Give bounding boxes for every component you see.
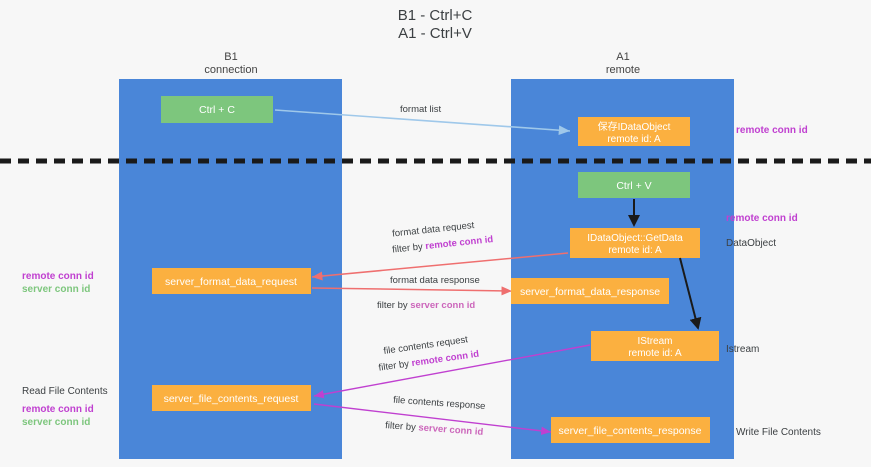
filter-prefix: filter by [377, 300, 410, 311]
annotation-remote-conn-id-mid: remote conn id [726, 213, 798, 224]
node-idataobject-getdata[interactable]: IDataObject::GetData remote id: A [570, 228, 700, 258]
lane-header-a1-role: remote [606, 64, 640, 76]
node-istream-line1: IStream [637, 336, 672, 347]
edge-format-data-response-arrow [311, 286, 513, 296]
annotation-left-remote-conn-id: remote conn id [22, 271, 94, 282]
annotation-left-legend-remote-conn-id: remote conn id [22, 404, 94, 415]
annotation-remote-conn-id-top: remote conn id [736, 125, 808, 136]
filter-prefix: filter by [392, 241, 426, 255]
node-ctrl-c-label: Ctrl + C [199, 104, 235, 116]
filter-token-server-conn-id: server conn id [418, 422, 484, 438]
annotation-read-file-contents: Read File Contents [22, 386, 108, 397]
filter-token-server-conn-id: server conn id [410, 300, 475, 311]
annotation-left-server-conn-id: server conn id [22, 284, 90, 295]
edge-file-contents-response-filter: filter by server conn id [385, 420, 484, 438]
lane-header-b1-role: connection [204, 64, 257, 76]
node-server-format-data-request[interactable]: server_format_data_request [152, 268, 311, 294]
node-save-idataobject[interactable]: 保存IDataObject remote id: A [578, 117, 690, 146]
annotation-write-file-contents: Write File Contents [736, 427, 821, 438]
node-ctrl-c[interactable]: Ctrl + C [161, 96, 273, 123]
node-server-file-contents-request-label: server_file_contents_request [164, 393, 299, 405]
node-server-file-contents-response-label: server_file_contents_response [558, 425, 701, 437]
node-server-file-contents-response[interactable]: server_file_contents_response [551, 417, 710, 443]
edge-file-contents-request-arrow [313, 344, 591, 399]
node-server-format-data-request-label: server_format_data_request [165, 276, 297, 288]
node-ctrl-v-label: Ctrl + V [616, 180, 651, 192]
node-getdata-line2: remote id: A [608, 245, 662, 256]
edge-file-contents-response-arrow [313, 403, 552, 436]
diagram-title-line1: B1 - Ctrl+C [398, 7, 473, 24]
edge-format-list-arrow [274, 109, 571, 135]
node-server-format-data-response[interactable]: server_format_data_response [511, 278, 669, 304]
edge-getdata-to-istream-arrow [679, 257, 702, 330]
annotation-istream: Istream [726, 344, 759, 355]
diagram-title-line2: A1 - Ctrl+V [398, 25, 472, 42]
node-istream-line2: remote id: A [628, 348, 682, 359]
node-istream[interactable]: IStream remote id: A [591, 331, 719, 361]
lane-header-a1-name: A1 [616, 51, 629, 63]
node-save-idataobject-line1: 保存IDataObject [598, 120, 671, 133]
edge-format-list-label: format list [400, 104, 442, 115]
edge-format-data-response-filter: filter by server conn id [377, 300, 475, 311]
lane-header-b1-name: B1 [224, 51, 237, 63]
filter-prefix: filter by [378, 358, 412, 374]
node-getdata-line1: IDataObject::GetData [587, 233, 683, 244]
node-save-idataobject-line2: remote id: A [607, 134, 661, 145]
edge-format-data-response-label: format data response [390, 275, 480, 286]
edge-format-data-request-arrow [311, 252, 569, 281]
node-ctrl-v[interactable]: Ctrl + V [578, 172, 690, 198]
annotation-dataobject: DataObject [726, 238, 776, 249]
annotation-left-legend-server-conn-id: server conn id [22, 417, 90, 428]
node-server-format-data-response-label: server_format_data_response [520, 286, 660, 298]
node-server-file-contents-request[interactable]: server_file_contents_request [152, 385, 311, 411]
filter-prefix: filter by [385, 420, 419, 433]
